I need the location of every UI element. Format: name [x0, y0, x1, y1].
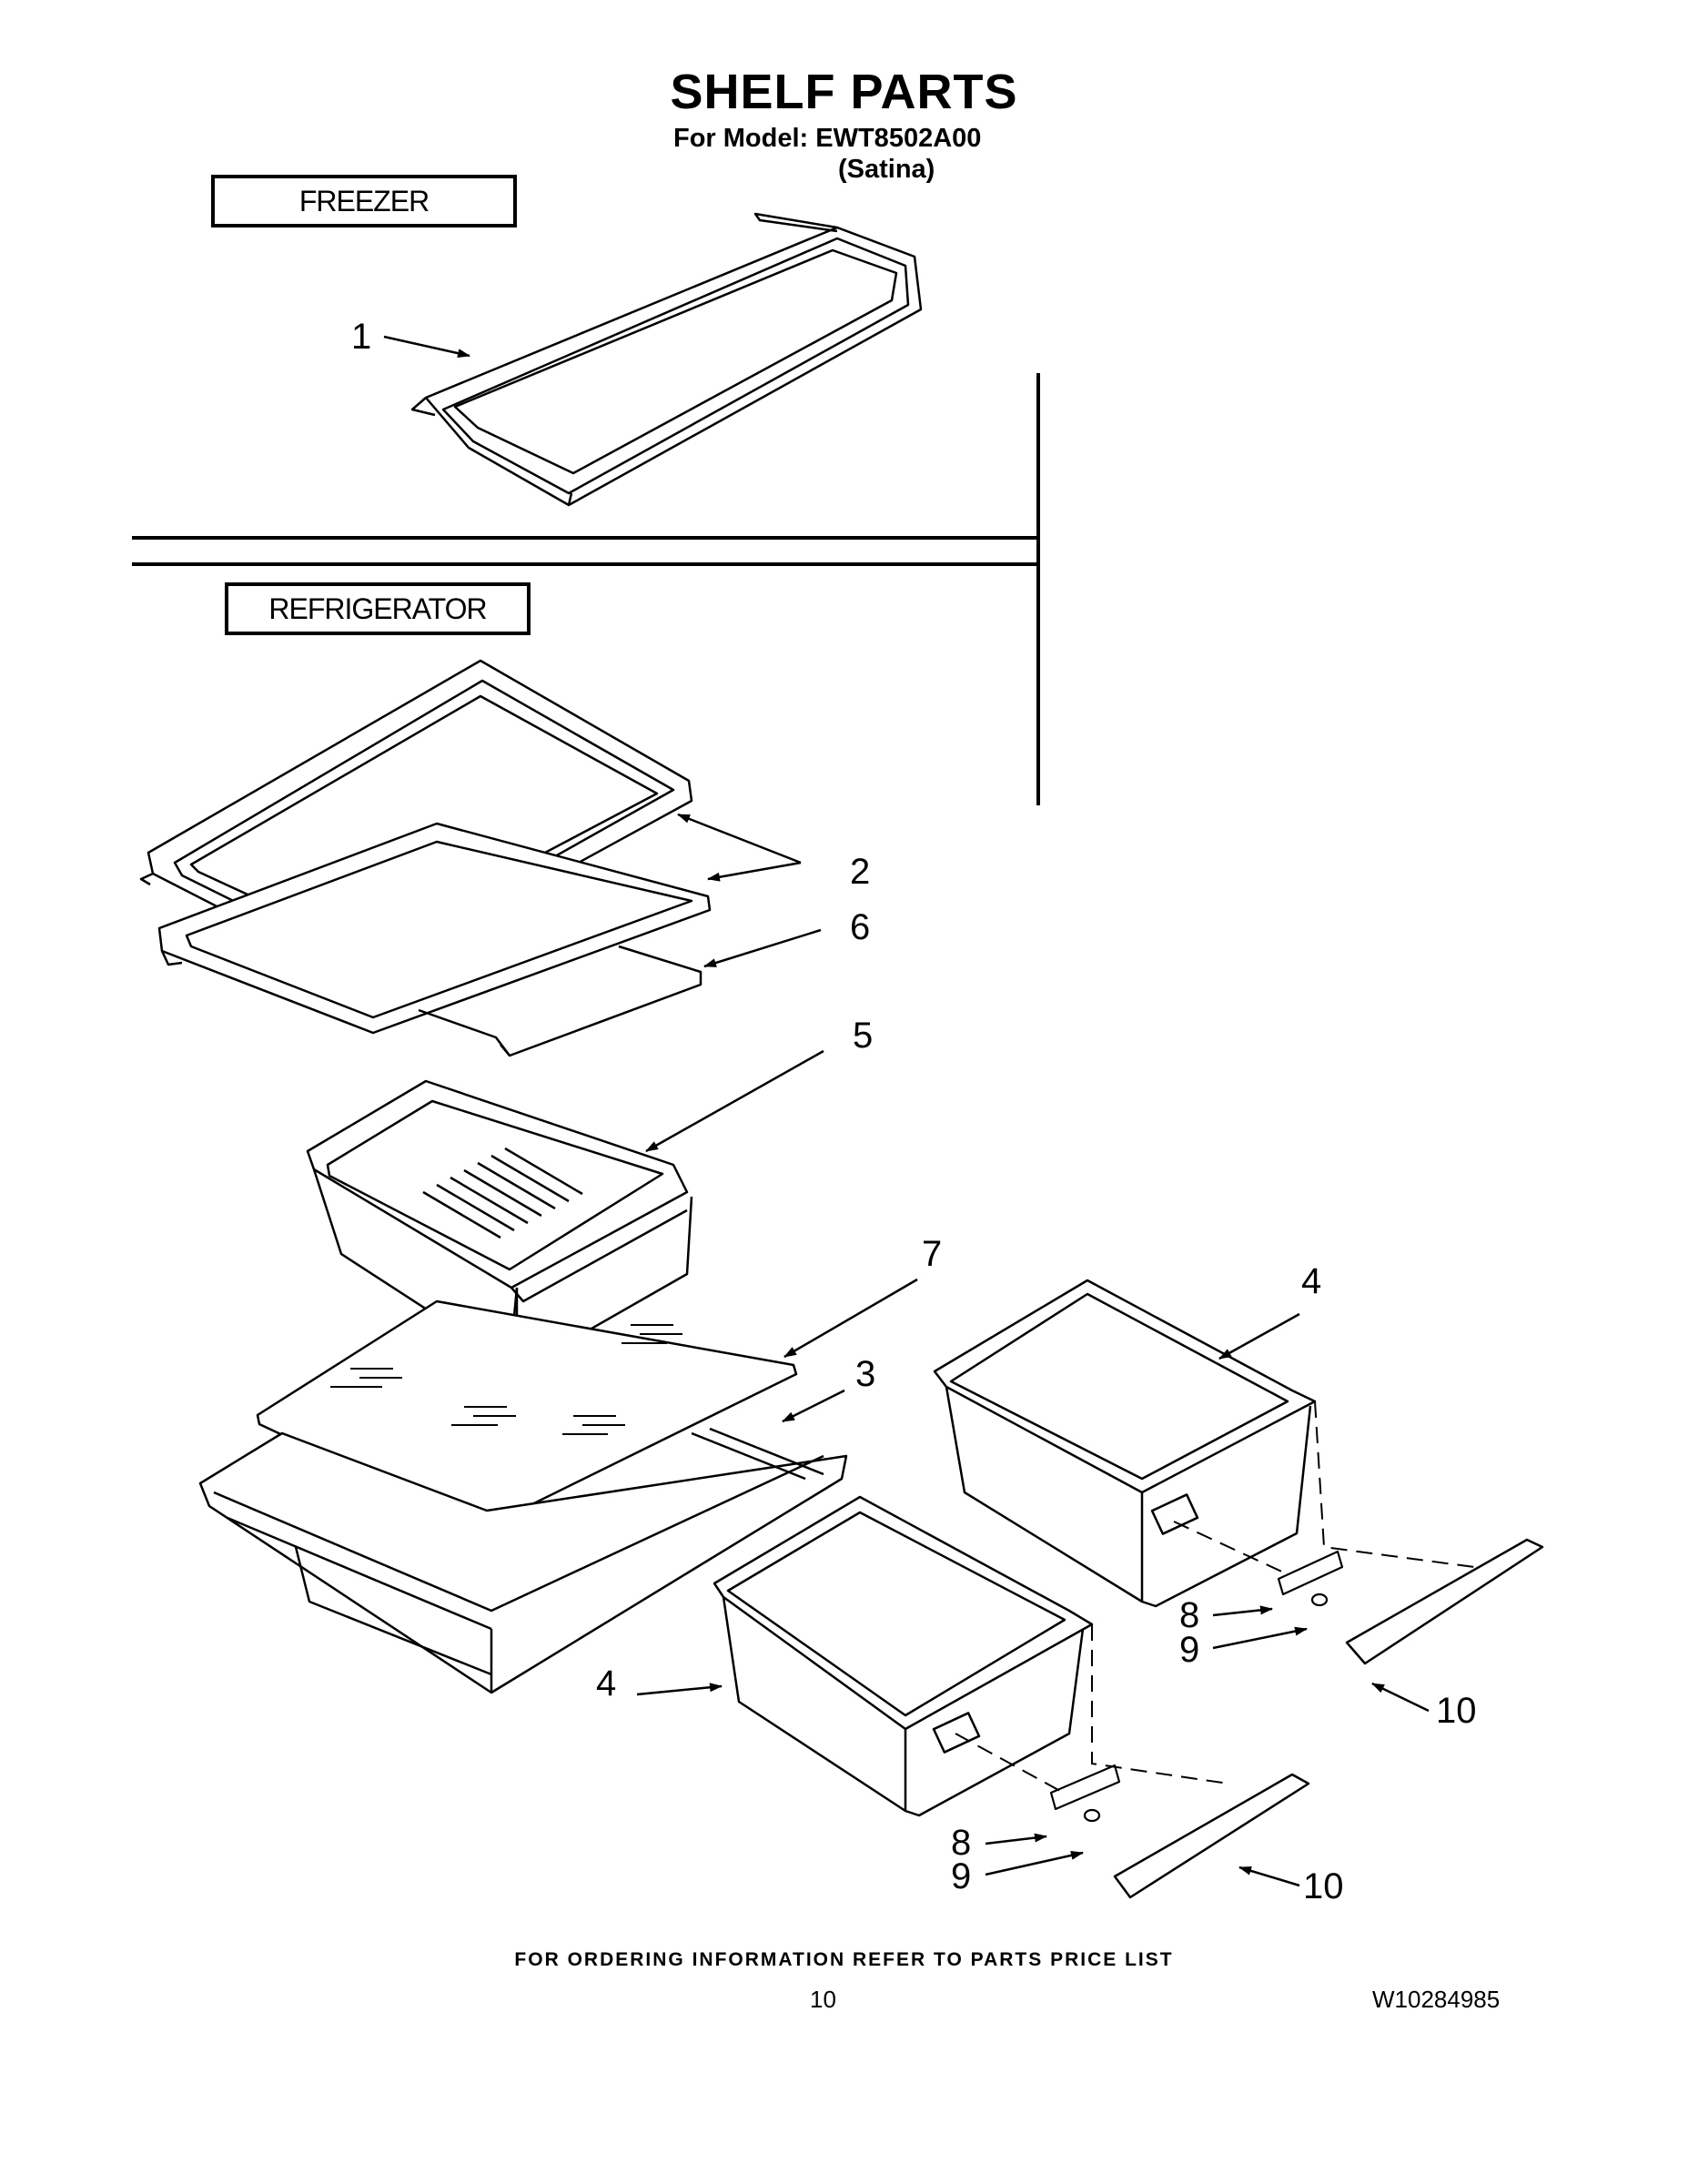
ordering-note: FOR ORDERING INFORMATION REFER TO PARTS … [514, 1949, 1174, 1970]
callout-leaders [384, 337, 1429, 1886]
callout-4-right: 4 [1301, 1261, 1322, 1301]
page-title: SHELF PARTS [670, 65, 1018, 119]
freezer-section-label: FREEZER [211, 175, 517, 228]
crisper-ribs [423, 1148, 582, 1238]
part-7-glass-panel [258, 1301, 796, 1529]
callout-8-right: 8 [1179, 1595, 1200, 1635]
section-dividers [132, 373, 1038, 805]
part-6-shelf-frame [159, 824, 710, 1056]
callout-7: 7 [922, 1234, 943, 1274]
part-4-left-crisper-pan [714, 1497, 1092, 1815]
part-8-9-hardware [1051, 1552, 1342, 1821]
model-variant: (Satina) [838, 155, 935, 184]
callout-6: 6 [850, 907, 871, 947]
callout-2: 2 [850, 852, 871, 892]
page-number: 10 [810, 1986, 836, 2013]
part-4-right-crisper-pan [935, 1280, 1315, 1606]
callout-1: 1 [351, 317, 372, 357]
part-10-trim-rods [1115, 1540, 1542, 1897]
callout-4-left: 4 [596, 1663, 617, 1704]
callout-9-left: 9 [951, 1856, 972, 1896]
part-1-freezer-shelf [412, 214, 921, 505]
callout-9-right: 9 [1179, 1630, 1200, 1670]
callout-3: 3 [855, 1354, 876, 1394]
callout-10-left: 10 [1303, 1866, 1344, 1906]
callout-8-left: 8 [951, 1823, 972, 1863]
model-line: For Model: EWT8502A00 [673, 124, 982, 153]
part-3-crisper-cover-frame [200, 1429, 846, 1693]
callout-10-right: 10 [1436, 1691, 1477, 1731]
callout-5: 5 [853, 1016, 874, 1056]
assembly-dash-lines [955, 1401, 1474, 1791]
document-number: W10284985 [1372, 1986, 1501, 2013]
refrigerator-section-label: REFRIGERATOR [225, 582, 531, 635]
